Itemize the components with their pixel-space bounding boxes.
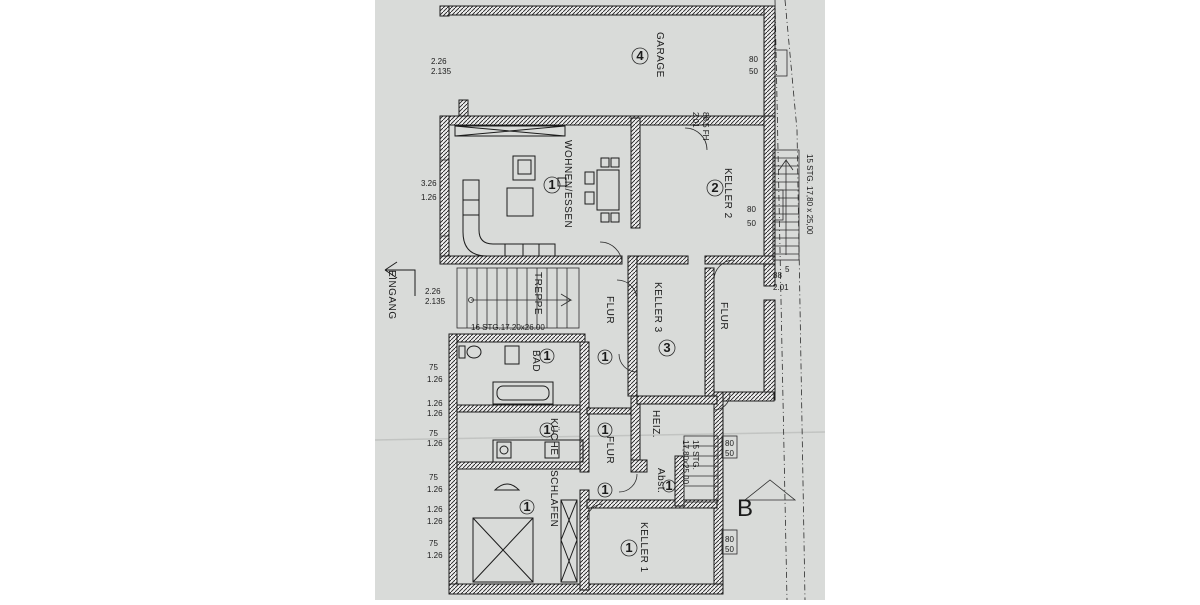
entrance-label: EINGANG bbox=[386, 270, 397, 320]
dim-label: 50 bbox=[725, 449, 734, 458]
keller2-label: KELLER 2 bbox=[722, 168, 733, 219]
room-number-circle bbox=[539, 348, 555, 364]
dining-table bbox=[557, 157, 620, 223]
floor-plan: 4 1 2 3 1 1 1 1 1 1 1 1 GARAGE WOHNEN/ES… bbox=[374, 0, 826, 601]
dim-label: 2.135 bbox=[425, 297, 446, 306]
cabinet-top bbox=[454, 125, 566, 137]
dim-label: 75 bbox=[429, 473, 438, 482]
schlafen-number: 1 bbox=[523, 499, 530, 514]
property-line-inner bbox=[774, 0, 788, 601]
dim-label: 1.26 bbox=[421, 193, 437, 202]
window-marks bbox=[440, 49, 788, 555]
flur3-number: 1 bbox=[601, 482, 608, 497]
dim-label: 1.26 bbox=[427, 375, 443, 384]
dim-label: 50 bbox=[725, 545, 734, 554]
floor-plan-sheet: 4 1 2 3 1 1 1 1 1 1 1 1 GARAGE WOHNEN/ES… bbox=[374, 0, 826, 601]
door-swings bbox=[586, 127, 735, 521]
kueche-number: 1 bbox=[543, 422, 550, 437]
dim-label: 1.26 bbox=[427, 399, 443, 408]
sofa bbox=[462, 179, 556, 257]
dim-label: 80 bbox=[749, 55, 758, 64]
abst-number: 1 bbox=[665, 478, 672, 493]
dim-label: 50 bbox=[747, 219, 756, 228]
dim-label: 75 bbox=[429, 363, 438, 372]
dim-label: 2.26 bbox=[425, 287, 441, 296]
dim-label: 88.5 FH bbox=[701, 112, 710, 141]
dim-label: 1.26 bbox=[427, 439, 443, 448]
inner-stair-caption-b: 17,80x25,00 bbox=[681, 440, 690, 485]
garage-label: GARAGE bbox=[654, 32, 665, 78]
room-number-circle bbox=[519, 499, 535, 515]
entrance-arrow bbox=[384, 261, 416, 296]
keller2-number: 2 bbox=[711, 180, 718, 195]
dim-label: 50 bbox=[749, 67, 758, 76]
room-number-circle bbox=[662, 479, 676, 493]
flur-label: FLUR bbox=[604, 296, 615, 324]
dim-label: 2.01 bbox=[691, 112, 700, 128]
room-number-circle bbox=[597, 482, 613, 498]
property-line bbox=[784, 0, 806, 601]
inner-stair bbox=[456, 267, 580, 329]
dim-label: 1.26 bbox=[427, 551, 443, 560]
treppe-label: TREPPE bbox=[532, 272, 543, 315]
walls bbox=[439, 5, 776, 595]
garage-number: 4 bbox=[636, 48, 644, 63]
kueche-label: KÜCHE bbox=[548, 418, 560, 456]
outer-stair-caption: 15 STG. 17,80 x 25,00 bbox=[805, 154, 814, 235]
dim-label: 1.26 bbox=[427, 517, 443, 526]
schlafen-label: SCHLAFEN bbox=[548, 470, 559, 527]
room-number-circle bbox=[631, 47, 649, 65]
keller3-label: KELLER 3 bbox=[652, 282, 663, 333]
dim-label: 3.26 bbox=[421, 179, 437, 188]
bad-number: 1 bbox=[543, 348, 550, 363]
dim-label: 80 bbox=[725, 535, 734, 544]
dim-label: 1.26 bbox=[427, 505, 443, 514]
wohnen-label: WOHNEN/ESSEN bbox=[562, 140, 573, 228]
keller1-label: KELLER 1 bbox=[638, 522, 649, 573]
flur2-number: 1 bbox=[601, 422, 608, 437]
sink-bad bbox=[504, 345, 520, 365]
wohnen-number: 1 bbox=[548, 177, 555, 192]
abst-label: Abst. bbox=[655, 468, 666, 493]
room-number-circle bbox=[539, 422, 555, 438]
dim-label: 2.135 bbox=[431, 67, 452, 76]
keller3-number: 3 bbox=[663, 340, 670, 355]
dim-label: 2.01 bbox=[773, 283, 789, 292]
room-number-circle bbox=[543, 176, 561, 194]
room-number-circle bbox=[597, 349, 613, 365]
treppe-caption: 16 STG.17.20x26.00 bbox=[471, 323, 545, 332]
flur-number: 1 bbox=[601, 349, 608, 364]
bad-label: BAD bbox=[530, 350, 541, 372]
section-marker bbox=[743, 479, 797, 501]
small-stair bbox=[683, 435, 719, 503]
keller1-number: 1 bbox=[625, 540, 632, 555]
outer-stair bbox=[772, 149, 800, 261]
dim-label: 1.26 bbox=[427, 485, 443, 494]
dim-label: 75 bbox=[429, 429, 438, 438]
heiz-label: HEIZ. bbox=[650, 410, 661, 438]
kitchen-counter bbox=[492, 439, 584, 463]
wardrobe bbox=[560, 499, 578, 583]
dim-label: 1.26 bbox=[427, 409, 443, 418]
room-number-circle bbox=[706, 179, 724, 197]
dim-label: 80 bbox=[747, 205, 756, 214]
section-label: B bbox=[737, 495, 753, 522]
dim-label: 88 bbox=[773, 271, 782, 280]
dim-label: 5 bbox=[785, 265, 790, 274]
dim-label: 2.26 bbox=[431, 57, 447, 66]
room-number-circle bbox=[620, 539, 638, 557]
bed bbox=[472, 483, 534, 583]
dim-label: 75 bbox=[429, 539, 438, 548]
bathtub bbox=[492, 381, 554, 405]
flur-label-lower: FLUR bbox=[604, 436, 615, 464]
inner-stair-caption-a: 15 STG. bbox=[691, 440, 700, 470]
room-number-circle bbox=[658, 339, 676, 357]
armchair bbox=[512, 155, 536, 181]
dim-label: 80 bbox=[725, 439, 734, 448]
toilet bbox=[458, 345, 482, 359]
flur-label-right: FLUR bbox=[718, 302, 729, 330]
room-number-circle bbox=[597, 422, 613, 438]
